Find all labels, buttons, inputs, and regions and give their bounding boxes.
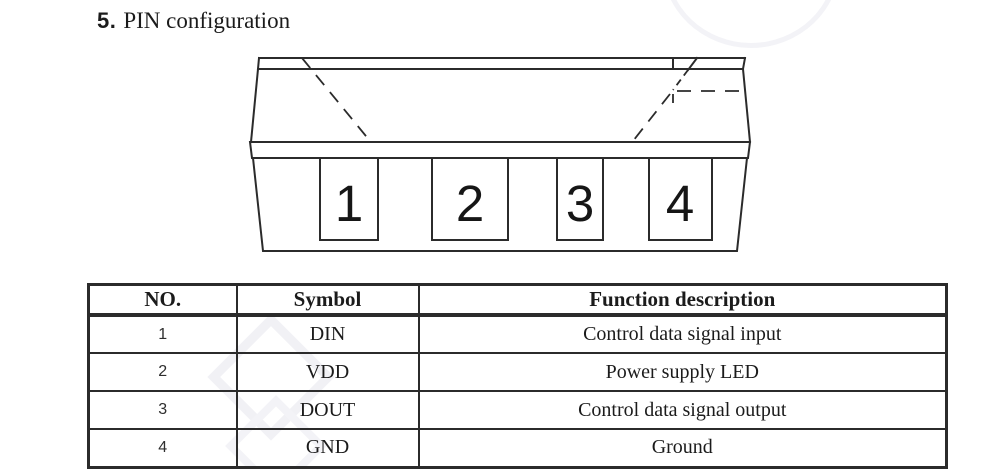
hidden-edge-left [301, 57, 371, 142]
top-right-corner [741, 56, 747, 71]
col-header-description: Function description [417, 283, 948, 317]
cell-symbol: DOUT [235, 390, 420, 430]
cell-no: 3 [87, 390, 238, 430]
cell-symbol: DIN [235, 314, 420, 354]
hidden-edge-dashes [301, 57, 745, 142]
table-row: 3 DOUT Control data signal output [87, 390, 948, 430]
cell-symbol: VDD [235, 352, 420, 392]
table-header-row: NO. Symbol Function description [87, 283, 948, 317]
table-row: 2 VDD Power supply LED [87, 352, 948, 392]
pin-function-table: NO. Symbol Function description 1 DIN Co… [87, 283, 948, 469]
section-title-text: PIN configuration [123, 8, 291, 33]
cell-no: 1 [87, 314, 238, 354]
body-right-edge [741, 67, 752, 144]
top-left-corner [256, 56, 261, 71]
pin-2-label: 2 [456, 175, 484, 232]
pin-3-pad [556, 157, 604, 241]
cell-symbol: GND [235, 428, 420, 468]
pin-1-pad [319, 157, 379, 241]
notch-chamfer [686, 56, 699, 72]
pin-configuration-diagram: 1 2 3 4 [248, 56, 752, 252]
hidden-edge-notch [672, 69, 689, 91]
cell-no: 2 [87, 352, 238, 392]
hidden-edge-right [632, 93, 671, 142]
cell-no: 4 [87, 428, 238, 468]
pin-labels: 1 2 3 4 [335, 175, 694, 232]
body-left-edge [249, 67, 260, 144]
cell-description: Ground [417, 428, 948, 468]
solder-band [248, 141, 752, 159]
section-number: 5. [97, 8, 117, 33]
package-outline [248, 56, 752, 252]
col-header-no: NO. [87, 283, 238, 317]
cell-description: Control data signal input [417, 314, 948, 354]
pin-4-label: 4 [666, 175, 694, 232]
cell-description: Control data signal output [417, 390, 948, 430]
watermark-circle [662, 0, 840, 48]
pin-4-pad [648, 157, 713, 241]
table-row: 1 DIN Control data signal input [87, 314, 948, 354]
cell-description: Power supply LED [417, 352, 948, 392]
section-title: 5.PIN configuration [97, 8, 290, 34]
table-row: 4 GND Ground [87, 428, 948, 468]
pin-3-label: 3 [566, 175, 594, 232]
col-header-symbol: Symbol [235, 283, 420, 317]
pin-1-label: 1 [335, 175, 363, 232]
pin-2-pad [431, 157, 509, 241]
